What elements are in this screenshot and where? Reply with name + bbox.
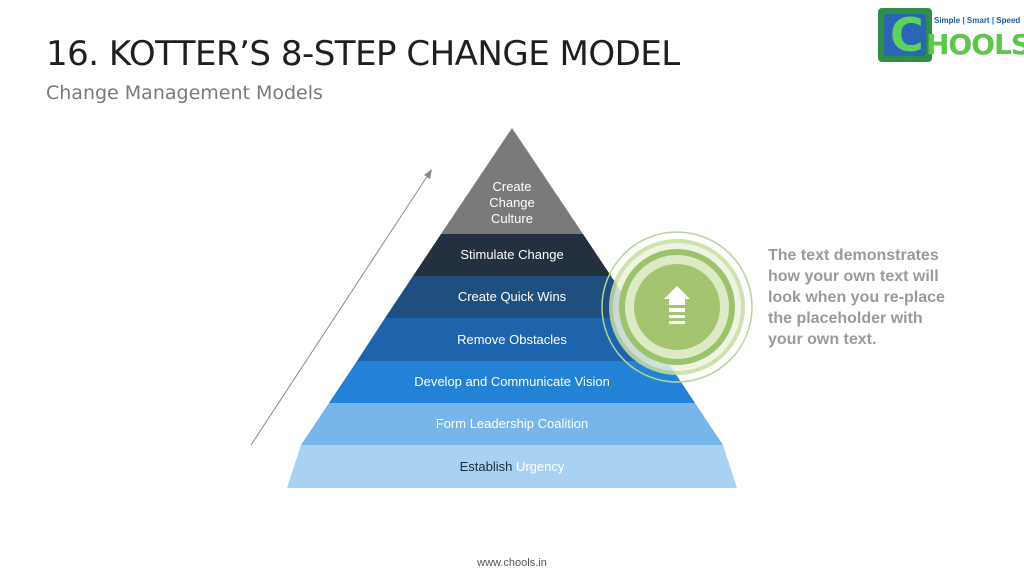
tier-label-create-quick-wins: Create Quick Wins: [457, 289, 567, 304]
pyramid-tier-stimulate-change: [413, 234, 611, 276]
progress-arrow-line: [250, 171, 431, 446]
pyramid-tier-establish-urgency: [287, 445, 737, 488]
tier-label-remove-obstacles: Remove Obstacles: [457, 332, 567, 347]
up-arrow-icon: [664, 286, 690, 324]
logo-wordmark: HOOLS: [926, 28, 1024, 61]
callout-core: [634, 264, 720, 350]
pyramid-tier-develop-vision: [329, 361, 695, 403]
chools-logo[interactable]: C Simple | Smart | Speed HOOLS: [878, 8, 1024, 62]
logo-tagline: Simple | Smart | Speed: [934, 16, 1021, 25]
tier-label-stimulate-change: Stimulate Change: [460, 247, 564, 262]
pyramid-tier-remove-obstacles: [357, 318, 667, 361]
pyramid-tier-create-quick-wins: [385, 276, 639, 318]
logo-letter: C: [890, 8, 924, 62]
logo-mark: [878, 8, 932, 62]
page-title: 16. KOTTER’S 8-STEP CHANGE MODEL: [46, 34, 680, 74]
footer-url[interactable]: www.chools.in: [477, 557, 547, 569]
tier-label-develop-vision: Develop and Communicate Vision: [414, 374, 610, 389]
callout-outer-ring: [601, 231, 753, 383]
base-label-part1: Establish: [459, 459, 513, 474]
tier-label-establish-urgency: Establish Urgency: [362, 459, 662, 474]
pyramid-tier-form-coalition: [301, 403, 723, 445]
pyramid-apex-label: Create Change Culture: [489, 179, 535, 226]
progress-arrow-head: [424, 169, 432, 179]
pyramid-apex: [441, 128, 583, 234]
page-subtitle: Change Management Models: [46, 82, 323, 104]
callout-text: The text demonstrates how your own text …: [768, 247, 945, 348]
base-label-part2: Urgency: [515, 459, 565, 474]
tier-label-form-coalition: Form Leadership Coalition: [435, 416, 589, 431]
